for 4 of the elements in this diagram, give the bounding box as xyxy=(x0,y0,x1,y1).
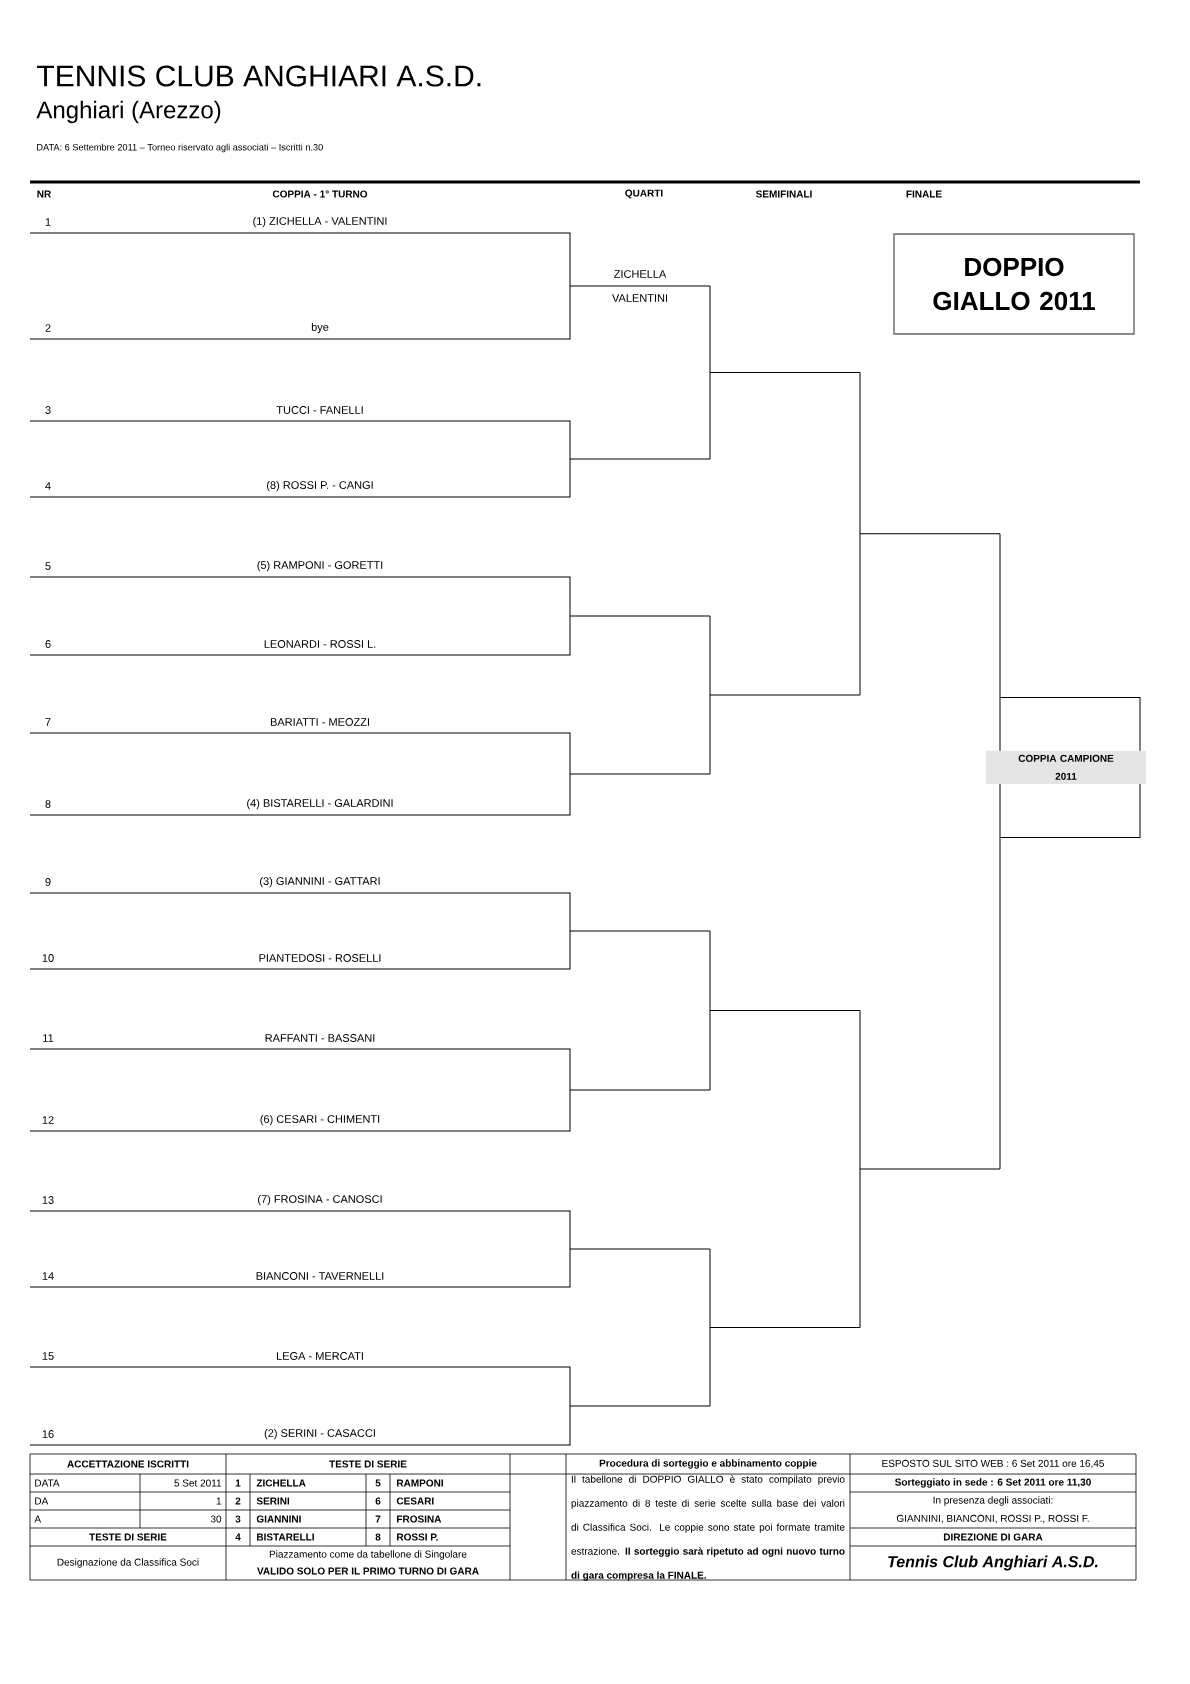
signature-text: Tennis Club Anghiari A.S.D. xyxy=(888,1555,1098,1571)
page-title: TENNIS CLUB ANGHIARI A.S.D. xyxy=(37,65,481,87)
subtitle: Anghiari (Arezzo) xyxy=(36,100,221,124)
title-box: DOPPIO GIALLO 2011 xyxy=(893,233,1135,335)
